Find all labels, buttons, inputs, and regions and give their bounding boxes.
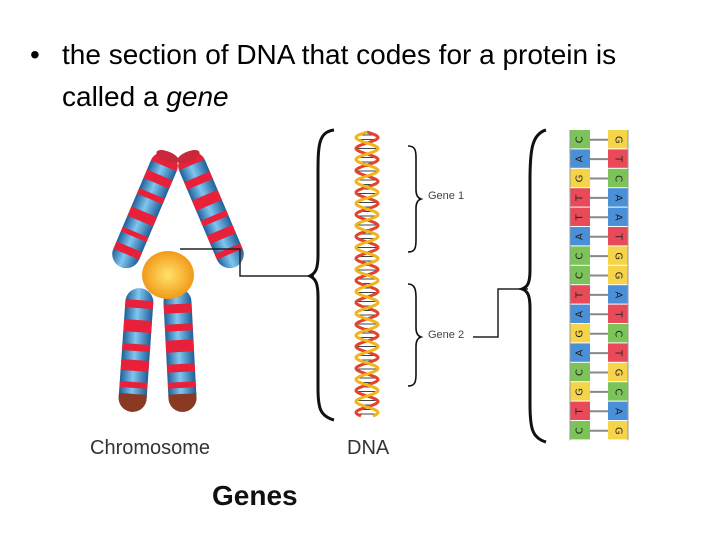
base-pair-ladder: C G A T G C T A T A A T C G C G T A A T G C A T C G G C T A C G: [569, 130, 629, 441]
base-cell-right: [608, 343, 628, 362]
gene2-brace: [407, 283, 424, 387]
chromosome-label: Chromosome: [90, 437, 211, 459]
base-cell-left: [570, 130, 590, 149]
base-cell-left: [570, 265, 590, 285]
base-cell-right: [608, 149, 628, 168]
bullet-text: the section of DNA that codes for a prot…: [62, 34, 682, 118]
dna-strand-red: [354, 130, 380, 418]
base-letter-right: A: [613, 214, 624, 221]
base-cell-right: [608, 382, 628, 401]
chromosome-arm-lower-left: [118, 288, 154, 412]
base-letter-left: C: [575, 272, 586, 279]
base-cell-left: [570, 382, 590, 401]
base-cell-right: [608, 168, 628, 188]
base-cell-right: [608, 324, 628, 343]
base-letter-left: C: [575, 427, 586, 434]
base-cell-right: [608, 246, 628, 265]
dna-helix: [354, 130, 380, 418]
base-letter-right: G: [613, 272, 624, 280]
chromosome-centromere: [142, 251, 194, 299]
base-letter-left: G: [575, 388, 586, 396]
base-cell-left: [570, 188, 590, 207]
base-letter-right: C: [613, 330, 624, 337]
dna-brace: [306, 128, 335, 422]
base-cell-right: [608, 401, 628, 420]
base-letter-right: G: [613, 252, 624, 260]
figure-title: Genes: [212, 480, 298, 511]
base-cell-left: [570, 207, 590, 226]
base-letter-left: A: [575, 233, 586, 240]
base-cell-left: [570, 168, 590, 188]
base-letter-left: A: [575, 311, 586, 318]
chromosome-arm-upper-left: [112, 147, 183, 269]
gene1-label: Gene 1: [428, 190, 465, 202]
gene1-brace: [407, 145, 424, 253]
base-letter-left: G: [575, 175, 586, 183]
base-letter-right: C: [613, 388, 624, 395]
base-cell-left: [570, 304, 590, 323]
base-pair-brace: [517, 128, 547, 444]
base-letter-right: G: [613, 136, 624, 144]
base-letter-right: A: [613, 194, 624, 201]
base-letter-left: A: [575, 156, 586, 163]
base-cell-right: [608, 421, 628, 440]
base-cell-right: [608, 304, 628, 323]
base-cell-right: [608, 362, 628, 382]
base-cell-left: [570, 421, 590, 440]
gene2-label: Gene 2: [428, 329, 465, 341]
base-cell-right: [608, 188, 628, 207]
base-cell-left: [570, 285, 590, 304]
base-cell-right: [608, 207, 628, 226]
connector-gene2-to-bases: [473, 288, 528, 338]
base-letter-left: T: [575, 291, 586, 299]
base-letter-right: G: [613, 427, 624, 435]
base-letter-right: A: [613, 408, 624, 415]
dna-label: DNA: [347, 437, 390, 459]
bullet-text-main: the section of DNA that codes for a prot…: [62, 39, 617, 112]
base-cell-right: [608, 227, 628, 246]
base-cell-right: [608, 285, 628, 304]
base-letter-left: C: [575, 253, 586, 260]
base-cell-right: [608, 265, 628, 285]
bullet-marker: •: [30, 39, 40, 70]
base-letter-left: G: [575, 330, 586, 338]
dna-strand-yellow: [354, 130, 380, 418]
base-letter-right: G: [613, 369, 624, 377]
base-cell-left: [570, 343, 590, 362]
base-cell-left: [570, 149, 590, 168]
chromosome: [112, 147, 244, 412]
base-letter-right: T: [613, 233, 624, 241]
base-cell-left: [570, 246, 590, 265]
base-letter-right: T: [613, 310, 624, 318]
base-cell-left: [570, 362, 590, 382]
base-letter-right: T: [613, 349, 624, 357]
chromosome-arm-upper-right: [173, 147, 244, 269]
base-cell-right: [608, 130, 628, 149]
base-letter-left: T: [575, 213, 586, 221]
connector-chromosome-to-dna: [180, 248, 314, 277]
base-letter-left: T: [575, 407, 586, 415]
base-letter-right: T: [613, 155, 624, 163]
base-cell-left: [570, 324, 590, 343]
bullet-text-italic-gene: gene: [166, 81, 229, 112]
base-letter-left: C: [575, 136, 586, 143]
base-cell-left: [570, 227, 590, 246]
base-letter-left: A: [575, 350, 586, 357]
base-letter-left: T: [575, 194, 586, 202]
base-letter-right: C: [613, 175, 624, 182]
base-cell-left: [570, 401, 590, 420]
base-letter-right: A: [613, 291, 624, 298]
base-letter-left: C: [575, 369, 586, 376]
chromosome-arm-lower-right: [163, 288, 197, 412]
